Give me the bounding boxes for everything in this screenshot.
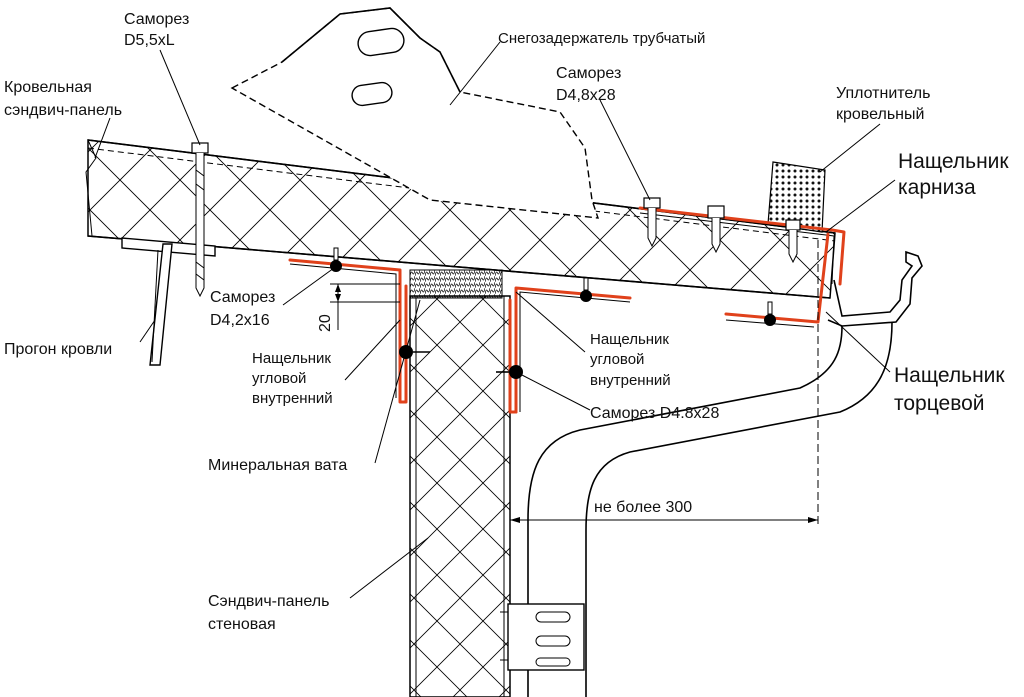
screw-seal (785, 219, 801, 264)
eave-flashing (638, 206, 846, 286)
label-wall-panel: Сэндвич-панель стеновая (208, 593, 329, 633)
label-eave-flashing: Нащельник карниза (898, 150, 1009, 199)
screw-d48-top (643, 197, 661, 248)
roof-seal (767, 161, 826, 233)
label-inner-corner-right-line-3: внутренний (590, 372, 671, 389)
leader-lines (94, 41, 896, 599)
screw-d48-top-2 (707, 205, 725, 254)
label-eave-flashing-line-1: Нащельник (898, 150, 1009, 173)
screw-wall-right (496, 365, 523, 379)
label-mineral-wool: Минеральная вата (208, 457, 347, 474)
label-screw-d55: Саморез D5,5xL (124, 11, 189, 49)
label-wall-panel-line-2: стеновая (208, 616, 276, 633)
downpipe (527, 321, 893, 697)
label-screw-d55-line-2: D5,5xL (124, 32, 175, 49)
label-end-flashing: Нащельник торцевой (894, 364, 1005, 415)
label-inner-corner-right-line-1: Нащельник (590, 331, 669, 348)
screw-d42-right (580, 277, 592, 302)
gutter (827, 250, 923, 327)
label-screw-d48-top-line-1: Саморез (556, 65, 621, 82)
label-eave-flashing-line-2: карниза (898, 176, 976, 199)
screw-d55 (191, 142, 209, 298)
label-purlin: Прогон кровли (4, 341, 112, 358)
label-roof-panel: Кровельная сэндвич-панель (4, 79, 122, 119)
snow-guard (230, 7, 600, 219)
label-screw-d48-top: Саморез D4,8x28 (556, 65, 621, 104)
pipe-clamp (500, 603, 585, 671)
label-screw-d55-line-1: Саморез (124, 11, 189, 28)
label-roof-seal-line-2: кровельный (836, 106, 924, 123)
label-roof-panel-line-1: Кровельная (4, 79, 92, 96)
label-end-flashing-line-1: Нащельник (894, 364, 1005, 387)
label-screw-d48-top-line-2: D4,8x28 (556, 87, 616, 104)
inner-corner-flashing-right (508, 286, 632, 414)
label-dimension-20: 20 (317, 314, 334, 332)
inner-corner-flashing-left (288, 258, 408, 404)
label-roof-seal: Уплотнитель кровельный (836, 85, 930, 123)
label-inner-corner-left-line-3: внутренний (252, 390, 333, 407)
label-inner-corner-right-line-2: угловой (590, 351, 644, 368)
dimension-300-marker (510, 240, 819, 526)
label-snow-guard: Снегозадержатель трубчатый (498, 30, 705, 47)
wall-sandwich-panel (409, 295, 511, 697)
label-inner-corner-left-line-2: угловой (252, 370, 306, 387)
label-roof-seal-line-1: Уплотнитель (836, 85, 930, 102)
label-screw-d42-line-2: D4,2x16 (210, 312, 270, 329)
label-end-flashing-line-2: торцевой (894, 392, 985, 415)
dimension-20-marker (330, 283, 400, 330)
label-roof-panel-line-2: сэндвич-панель (4, 102, 122, 119)
label-screw-d42: Саморез D4,2x16 (210, 289, 275, 329)
label-wall-panel-line-1: Сэндвич-панель (208, 593, 329, 610)
screw-d42-end (764, 301, 776, 326)
label-inner-corner-right: Нащельник угловой внутренний (590, 331, 671, 389)
roof-purlin (121, 237, 216, 366)
label-max-300: не более 300 (594, 499, 692, 516)
label-inner-corner-left: Нащельник угловой внутренний (252, 350, 333, 407)
label-screw-d42-line-1: Саморез (210, 289, 275, 306)
mineral-wool (409, 269, 503, 299)
label-inner-corner-left-line-1: Нащельник (252, 350, 331, 367)
label-screw-d48-side: Саморез D4.8x28 (590, 405, 719, 422)
